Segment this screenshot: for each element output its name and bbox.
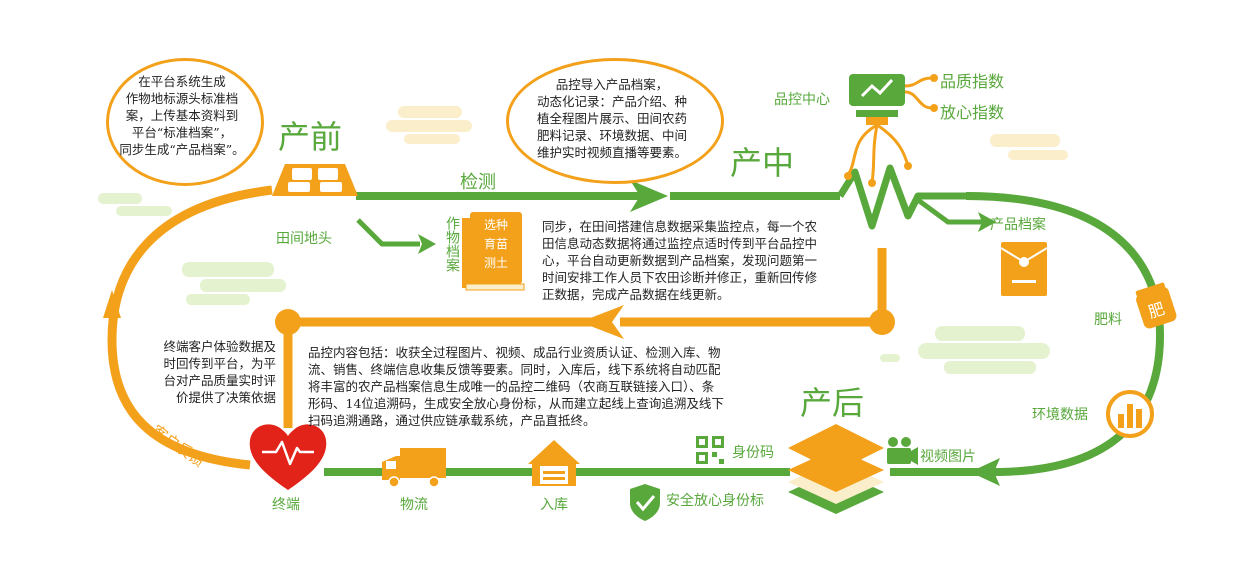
orange-middle-arrow-head — [580, 305, 624, 339]
pre-bubble-line: 作物地标源头标准档 — [125, 91, 239, 106]
video-label: 视频图片 — [920, 449, 976, 465]
product-archive-arrow-head — [978, 212, 996, 232]
book-text: 选种 育苗 测土 — [476, 216, 516, 273]
feedback-paragraph-line: 台对产品质量实时评 — [163, 373, 276, 388]
env-data-label: 环境数据 — [1032, 407, 1088, 423]
stacked-layers-icon — [788, 424, 884, 514]
book-line: 育苗 — [483, 237, 508, 251]
feedback-paragraph-line: 终端客户体验数据及 — [163, 339, 276, 354]
field-label: 田间地头 — [276, 231, 332, 247]
qc-center-hub — [844, 74, 938, 187]
product-archive-arrow — [916, 197, 982, 225]
mid-bubble-line: 动态化记录：产品介绍、种 — [536, 94, 687, 109]
fertilizer-label: 肥料 — [1094, 312, 1122, 328]
right-loop — [890, 192, 1165, 476]
detect-arrow-head — [630, 180, 668, 212]
cloud-decoration-green — [98, 193, 1050, 374]
post-paragraph: 品控内容包括：收获全过程图片、视频、成品行业资质认证、检测入库、物 流、销售、终… — [308, 344, 788, 429]
safe-index-label: 放心指数 — [940, 103, 1005, 122]
mid-paragraph-line: 田信息动态数据将通过监控点适时传到平台品控中 — [542, 236, 818, 251]
warehouse-icon — [528, 440, 580, 486]
book-line: 选种 — [483, 218, 508, 232]
product-archive-icon — [1000, 242, 1048, 296]
feedback-paragraph-line: 价提供了决策依据 — [175, 390, 276, 405]
mid-paragraph: 同步，在田间搭建信息数据采集监控点，每一个农 田信息动态数据将通过监控点适时传到… — [542, 218, 862, 303]
mid-bubble-line: 品控导入产品档案， — [555, 77, 669, 92]
mid-bubble — [506, 58, 724, 184]
book-icon — [462, 212, 525, 291]
stage-title-post: 产后 — [800, 384, 865, 422]
pre-bubble — [106, 58, 264, 186]
pre-bubble-line: 平台“标准档案”， — [131, 125, 233, 140]
qr-code-icon — [696, 436, 724, 464]
mid-bubble-line: 肥料记录、环境数据、中间 — [536, 128, 687, 143]
cloud-decoration — [386, 106, 1068, 160]
terminal-label: 终端 — [272, 497, 300, 513]
feedback-paragraph-line: 时回传到平台，为平 — [163, 356, 276, 371]
post-paragraph-line: 品控内容包括：收获全过程图片、视频、成品行业资质认证、检测入库、物 — [308, 345, 721, 360]
stage-title-pre: 产前 — [278, 118, 343, 156]
feedback-arrow-head — [103, 290, 121, 318]
truck-icon — [382, 448, 446, 488]
stage-title-mid: 产中 — [730, 144, 795, 182]
shield-check-icon — [630, 484, 660, 521]
product-archive-label: 产品档案 — [990, 217, 1046, 233]
post-paragraph-line: 流、销售、终端信息收集反馈等要素。同时，入库后，线下系统将自动匹配 — [308, 362, 721, 377]
crop-archive-label: 作物档案 — [444, 216, 460, 272]
logistics-label: 物流 — [400, 497, 428, 513]
pre-bubble-text: 在平台系统生成 作物地标源头标准档 案，上传基本资料到 平台“标准档案”， 同步… — [112, 73, 252, 158]
pre-bubble-line: 案，上传基本资料到 — [125, 108, 239, 123]
fertilizer-bag-icon — [1135, 282, 1177, 329]
mid-paragraph-line: 心，平台自动更新数据到产品档案，发现问题第一 — [542, 253, 818, 268]
post-paragraph-line: 扫码追溯通路，通过供应链承载系统，产品直抵终。 — [308, 413, 596, 428]
post-paragraph-line: 形码、14位追溯码，生成安全放心身份标，从而建立起线上查询追溯及线下 — [308, 396, 724, 411]
quality-index-label: 品质指数 — [940, 72, 1005, 91]
video-camera-icon — [887, 437, 918, 465]
mid-bubble-text: 品控导入产品档案， 动态化记录：产品介绍、种 植全程图片展示、田间农药 肥料记录… — [512, 76, 712, 161]
mid-paragraph-line: 同步，在田间搭建信息数据采集监控点，每一个农 — [542, 219, 818, 234]
env-data-icon — [1106, 390, 1154, 438]
heartbeat-line — [837, 164, 966, 230]
book-line: 测土 — [483, 256, 508, 270]
feedback-paragraph: 终端客户体验数据及 时回传到平台，为平 台对产品质量实时评 价提供了决策依据 — [136, 338, 276, 406]
mid-bubble-line: 维护实时视频直播等要素。 — [536, 145, 687, 160]
safe-id-label: 安全放心身份标 — [666, 493, 764, 509]
id-code-label: 身份码 — [732, 445, 774, 461]
mid-bubble-line: 植全程图片展示、田间农药 — [536, 111, 687, 126]
mid-paragraph-line: 正数据，完成产品数据在线更新。 — [542, 287, 730, 302]
detect-label: 检测 — [460, 172, 496, 193]
heart-icon — [249, 424, 327, 490]
crop-archive-arrow — [356, 218, 420, 247]
qc-center-label: 品控中心 — [774, 92, 830, 108]
pre-bubble-line: 同步生成“产品档案”。 — [119, 142, 245, 157]
field-icon — [272, 164, 358, 196]
pre-bubble-line: 在平台系统生成 — [138, 74, 226, 89]
crop-archive-arrow-head — [418, 234, 436, 254]
feedback-arc — [107, 185, 273, 470]
mid-paragraph-line: 时间安排工作人员下农田诊断并修正，重新回传修 — [542, 270, 818, 285]
right-loop-arrow-head — [970, 458, 1000, 486]
warehouse-label: 入库 — [540, 497, 568, 513]
post-paragraph-line: 将丰富的农产品档案信息生成唯一的品控二维码（农商互联链接入口）、条 — [308, 379, 715, 394]
